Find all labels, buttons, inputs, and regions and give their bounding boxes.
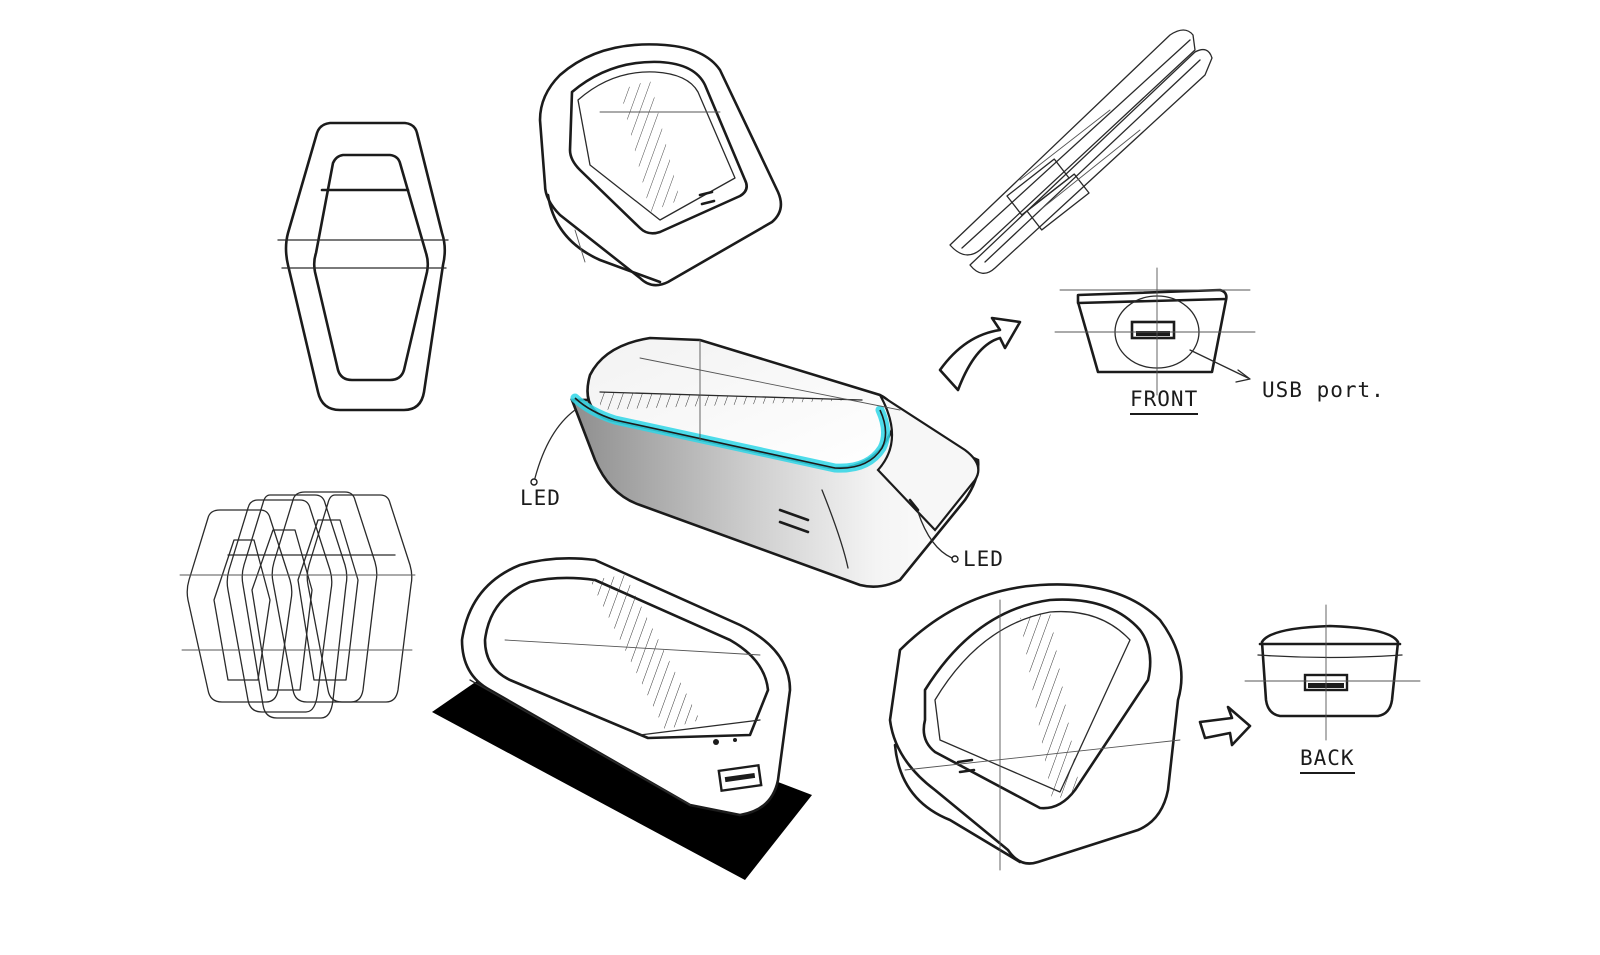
back-view-label: BACK — [1300, 746, 1355, 774]
back-view — [1244, 604, 1421, 741]
main-device-render — [570, 336, 980, 588]
led-callout-right — [917, 511, 959, 563]
diagonal-side-view — [949, 29, 1213, 274]
stand-perspective-top — [538, 43, 783, 287]
stand-perspective-bottom — [888, 583, 1183, 871]
front-view-label: FRONT — [1130, 387, 1199, 415]
device-with-shadow — [432, 557, 812, 880]
front-view — [1054, 267, 1256, 396]
usb-port-label: USB port. — [1262, 378, 1385, 402]
arrow-to-back-icon — [1198, 705, 1252, 747]
led-callout-left — [530, 409, 576, 486]
led-label-right: LED — [963, 547, 1004, 571]
arrow-to-front-icon — [938, 316, 1022, 392]
hexagon-top-view — [277, 121, 449, 412]
led-label-left: LED — [520, 486, 561, 510]
stacked-hexagons-view — [179, 491, 416, 719]
